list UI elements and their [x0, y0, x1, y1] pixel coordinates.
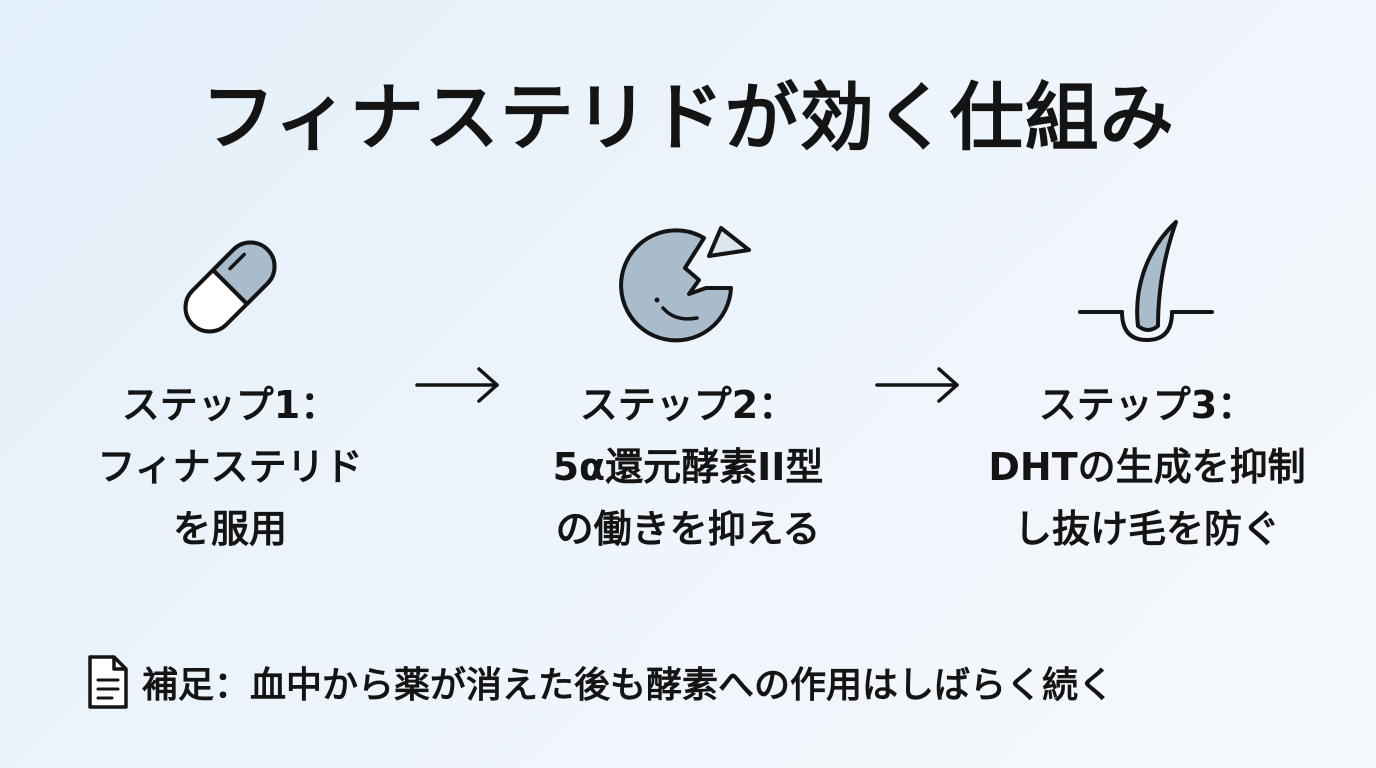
- step-2-line-2: 5α還元酵素II型: [552, 445, 824, 489]
- step-1-line-2: フィナステリド: [97, 445, 363, 489]
- broken-enzyme-icon: [619, 226, 751, 343]
- step-2-text: ステップ2： 5α還元酵素II型 の働きを抑える: [498, 374, 878, 560]
- hair-follicle-icon: [1078, 220, 1214, 343]
- page-title: フィナステリドが効く仕組み: [201, 75, 1175, 161]
- step-3: ステップ3： DHTの生成を抑制 し抜け毛を防ぐ: [957, 212, 1337, 560]
- supplement-note: 補足：血中から薬が消えた後も酵素への作用はしばらく続く: [86, 652, 1114, 712]
- note-text: 補足：血中から薬が消えた後も酵素への作用はしばらく続く: [142, 665, 1115, 706]
- step-1-text: ステップ1： フィナステリド を服用: [40, 374, 420, 560]
- step-2: ステップ2： 5α還元酵素II型 の働きを抑える: [498, 212, 878, 560]
- step-1-line-3: を服用: [172, 507, 287, 551]
- step-3-text: ステップ3： DHTの生成を抑制 し抜け毛を防ぐ: [957, 374, 1337, 560]
- step-2-line-3: の働きを抑える: [555, 507, 821, 551]
- step-3-line-3: し抜け毛を防ぐ: [1013, 507, 1280, 551]
- step-1-heading: ステップ1：: [121, 383, 339, 427]
- right-arrow-icon: [415, 367, 499, 403]
- step-3-heading: ステップ3：: [1038, 383, 1256, 427]
- right-arrow-icon: [875, 367, 959, 403]
- step-2-heading: ステップ2：: [579, 383, 797, 427]
- capsule-icon: [183, 240, 277, 334]
- step-3-line-2: DHTの生成を抑制: [988, 445, 1306, 489]
- step-1: ステップ1： フィナステリド を服用: [40, 212, 420, 560]
- document-icon: [88, 655, 128, 709]
